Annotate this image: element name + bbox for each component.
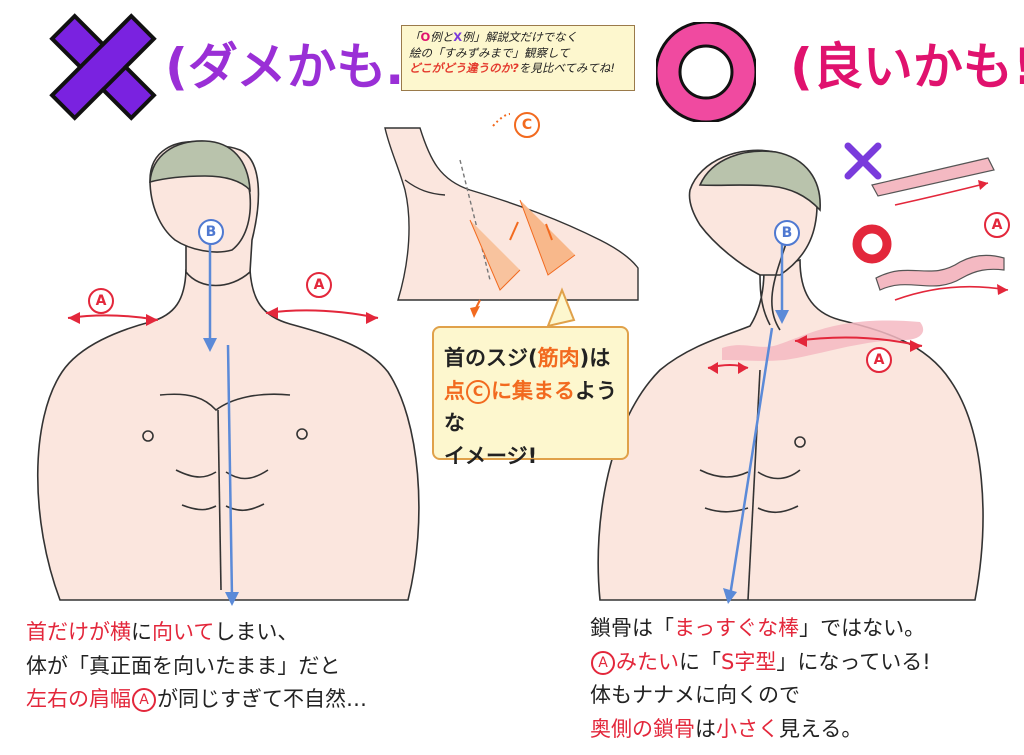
neck-detail [384,127,639,301]
bad-caption-line-2: 体が「真正面を向いたまま」だと [26,653,341,678]
good-caption-line-1: 鎖骨は「まっすぐな棒」ではない。 [590,616,926,640]
point-a-label-left-2: A [306,272,332,298]
point-b-label-right: B [774,220,800,246]
good-caption-line-4: 奥側の鎖骨は小さく見える。 [590,716,863,741]
callout-line-1: 首のスジ(筋肉)は [444,346,611,370]
good-circle-mark-icon [656,22,756,122]
point-c-label: C [514,112,540,138]
good-verdict-label: (良いかも!) [790,38,1024,96]
right-figure [597,149,984,601]
good-caption-line-3: 体もナナメに向くので [590,683,800,708]
callout-line-3: イメージ! [444,443,538,468]
comparison-note: 「O例とX例」解説文だけでなく 絵の「すみずみまで」観察して どこがどう違うのか… [401,25,635,91]
point-a-label-left-1: A [88,288,114,314]
point-b-label-left: B [198,219,224,245]
note-line-1: 「O例とX例」解説文だけでなく [409,30,578,44]
note-line-2: 絵の「すみずみまで」観察して [409,45,570,60]
bad-x-mark-icon [49,13,157,121]
point-a-label-clavicle: A [984,212,1010,238]
bad-caption-line-1: 首だけが横に向いてしまい、 [26,620,299,644]
note-line-3: どこがどう違うのか?を見比べてみてね! [409,61,615,76]
point-a-label-right: A [866,347,892,373]
clavicle-comparison [844,142,1009,301]
